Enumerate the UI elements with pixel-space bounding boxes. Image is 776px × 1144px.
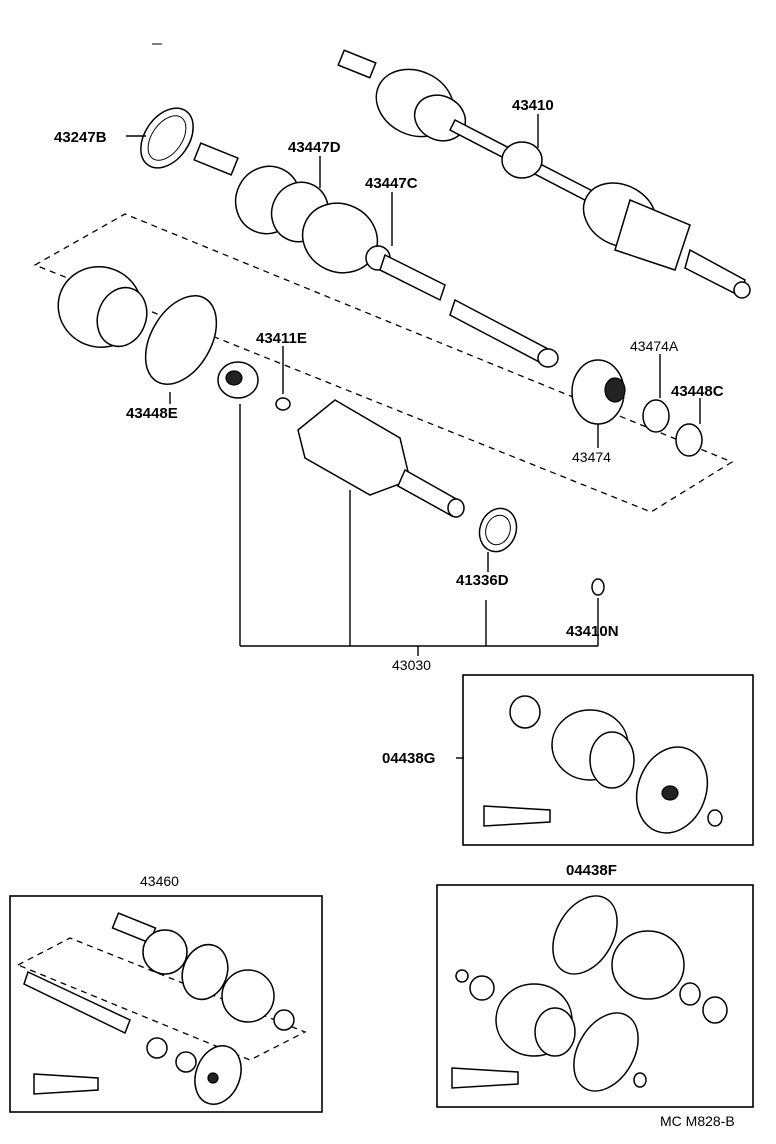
label-43460: 43460 xyxy=(140,873,179,889)
label-43410N: 43410N xyxy=(566,623,619,640)
label-43410: 43410 xyxy=(512,97,554,114)
label-43247B: 43247B xyxy=(54,129,107,146)
dashed-group-outline xyxy=(33,213,734,513)
ring-41336D[interactable] xyxy=(474,503,523,557)
clamp-43474A[interactable] xyxy=(642,399,670,433)
snap-ring-43411E[interactable] xyxy=(275,397,291,411)
label-43447D: 43447D xyxy=(288,139,341,156)
ring-43247B[interactable] xyxy=(130,98,204,177)
diagram-code: MC M828-B xyxy=(660,1113,735,1129)
label-43447C: 43447C xyxy=(365,175,418,192)
kit-04438G-parts[interactable] xyxy=(483,695,723,843)
kit-box-04438F xyxy=(436,884,754,1108)
inner-boot[interactable] xyxy=(47,255,155,359)
kit-box-04438G xyxy=(462,674,754,846)
damper-43474[interactable] xyxy=(571,359,626,425)
label-43474A: 43474A xyxy=(630,338,679,354)
label-43448E: 43448E xyxy=(126,405,178,422)
label-43030: 43030 xyxy=(392,657,431,673)
ring-43410N[interactable] xyxy=(591,578,605,596)
label-43474: 43474 xyxy=(572,449,611,465)
drive-shaft-assembly-upper[interactable] xyxy=(337,49,751,299)
label-43411E: 43411E xyxy=(256,330,307,347)
label-04438G: 04438G xyxy=(382,750,435,767)
leader-lines xyxy=(126,114,701,759)
clamp-43448C[interactable] xyxy=(675,423,703,457)
label-04438F: 04438F xyxy=(566,862,617,879)
label-43448C: 43448C xyxy=(671,383,724,400)
outer-joint-shaft[interactable] xyxy=(193,142,559,368)
label-41336D: 41336D xyxy=(456,572,509,589)
inboard-joint-housing[interactable] xyxy=(297,399,465,518)
kit-box-43460 xyxy=(9,895,323,1113)
kit-43460-parts[interactable] xyxy=(23,912,295,1111)
tripod-joint[interactable] xyxy=(217,361,259,399)
kit-43460-dashed-outline xyxy=(16,937,307,1061)
clamp-43448E[interactable] xyxy=(131,283,231,396)
kit-04438F-parts[interactable] xyxy=(451,885,728,1103)
